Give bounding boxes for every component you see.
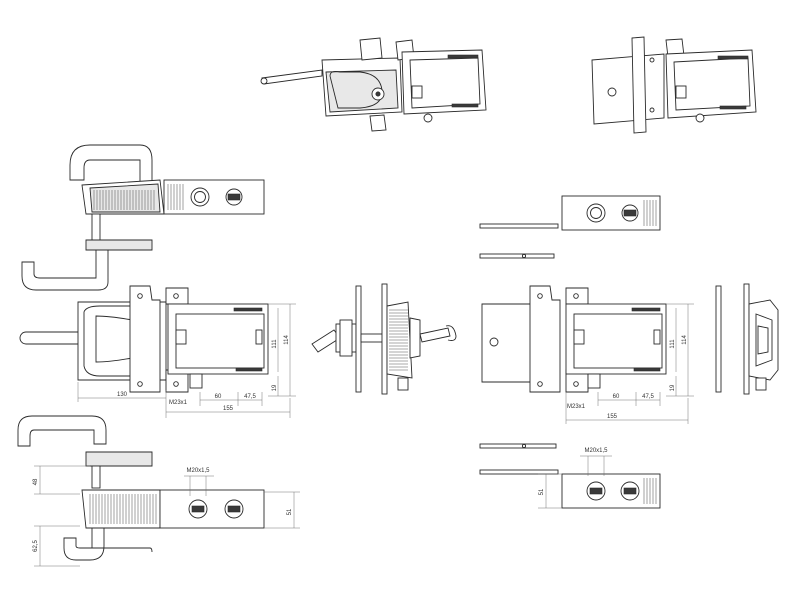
top-view-right [479, 195, 661, 259]
dim-front-right-155: 155 [607, 414, 618, 420]
dim-front-left-47-5: 47,5 [244, 394, 256, 400]
dim-front-right-114: 114 [682, 335, 688, 345]
dim-front-left-60: 60 [215, 394, 222, 400]
iso-view-handle-unit [260, 37, 487, 132]
side-view-middle [311, 283, 457, 395]
bottom-view-right: M20x1,5 51 [479, 443, 661, 509]
dim-bottom-right-thread: M20x1,5 [584, 448, 608, 454]
dim-front-left-thread: M23x1 [169, 400, 188, 406]
dim-bottom-left-48: 48 [33, 478, 39, 485]
side-view-right [715, 283, 779, 395]
dim-bottom-left-thread: M20x1,5 [186, 468, 210, 474]
dim-front-left-130: 130 [117, 392, 128, 398]
dim-front-left-19: 19 [272, 384, 278, 391]
dim-front-left-111: 111 [272, 339, 278, 349]
dim-bottom-left-62-5: 62,5 [33, 540, 39, 552]
front-view-left: 111 114 19 130 M23x1 60 47,5 155 [19, 285, 296, 418]
dim-bottom-left-51: 51 [287, 508, 293, 515]
dim-front-right-111: 111 [670, 339, 676, 349]
dim-front-left-114: 114 [284, 335, 290, 345]
dim-front-right-47-5: 47,5 [642, 394, 654, 400]
dim-bottom-right-51: 51 [539, 488, 545, 495]
top-view-left [21, 144, 265, 291]
front-view-right: 111 114 19 M23x1 60 47,5 155 [481, 285, 694, 424]
dim-front-right-60: 60 [613, 394, 620, 400]
iso-view-plate-unit [591, 36, 757, 134]
dim-front-left-155: 155 [223, 406, 234, 412]
dim-front-right-19: 19 [670, 384, 676, 391]
bottom-view-left: 48 62,5 M20x1,5 51 [17, 415, 300, 567]
dim-front-right-thread: M23x1 [567, 404, 586, 410]
